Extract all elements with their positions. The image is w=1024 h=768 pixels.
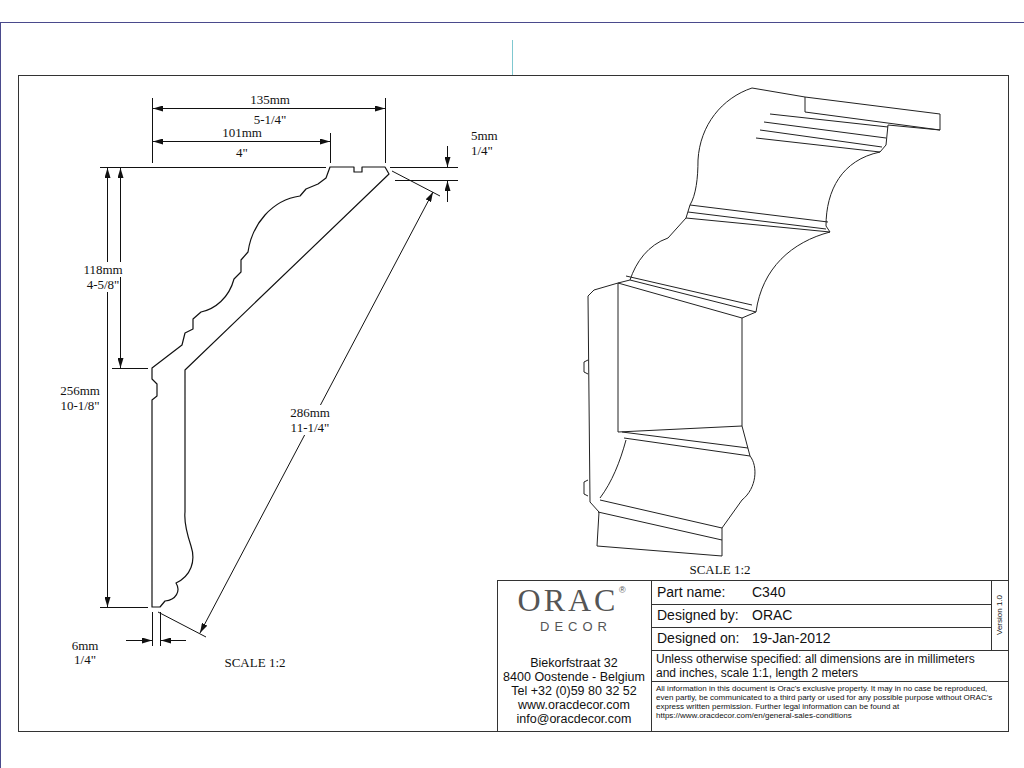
address-line: info@oracdecor.com <box>517 712 632 726</box>
address-line: Tel +32 (0)59 80 32 52 <box>511 684 636 698</box>
version-label: Version 1.0 <box>995 595 1005 635</box>
dimension-value: 6mm <box>71 638 100 653</box>
title-block <box>498 580 1009 732</box>
field-value: ORAC <box>752 607 792 623</box>
dimension-lines <box>100 98 458 646</box>
dimension-value: 5mm <box>470 128 499 143</box>
field-label: Part name: <box>657 584 725 600</box>
dimension-value: 4" <box>235 145 249 160</box>
scale-note: SCALE 1:2 <box>688 562 751 577</box>
registered-mark: ® <box>619 585 626 595</box>
dimension-value: 286mm <box>289 405 331 420</box>
field-label: Designed on: <box>657 630 740 646</box>
legal-notice: All information in this document is Orac… <box>656 684 1002 720</box>
general-note: Unless otherwise specified: all dimensio… <box>656 652 996 680</box>
moulding-3d-view <box>584 88 940 556</box>
dimension-value: 4-5/8" <box>86 277 121 292</box>
company-logo: ORAC <box>518 583 619 617</box>
dimension-value: 1/4" <box>73 652 97 667</box>
dimension-value: 10-1/8" <box>59 398 100 413</box>
dimension-value: 101mm <box>221 125 263 140</box>
field-label: Designed by: <box>657 607 739 623</box>
dimension-value: 118mm <box>82 262 123 277</box>
moulding-profile <box>152 167 389 607</box>
scale-note: SCALE 1:2 <box>223 655 286 670</box>
sheet-frame <box>0 22 1024 768</box>
company-logo: DECOR <box>540 619 612 634</box>
dimension-value: 1/4" <box>470 143 494 158</box>
field-value: C340 <box>752 584 785 600</box>
dimension-value: 256mm <box>59 383 101 398</box>
dimension-value: 135mm <box>249 92 291 107</box>
dimension-value: 11-1/4" <box>290 420 331 435</box>
address-line: www.oracdecor.com <box>518 698 630 712</box>
field-value: 19-Jan-2012 <box>752 630 831 646</box>
address-line: 8400 Oostende - Belgium <box>503 670 645 684</box>
address-line: Biekorfstraat 32 <box>530 656 618 670</box>
